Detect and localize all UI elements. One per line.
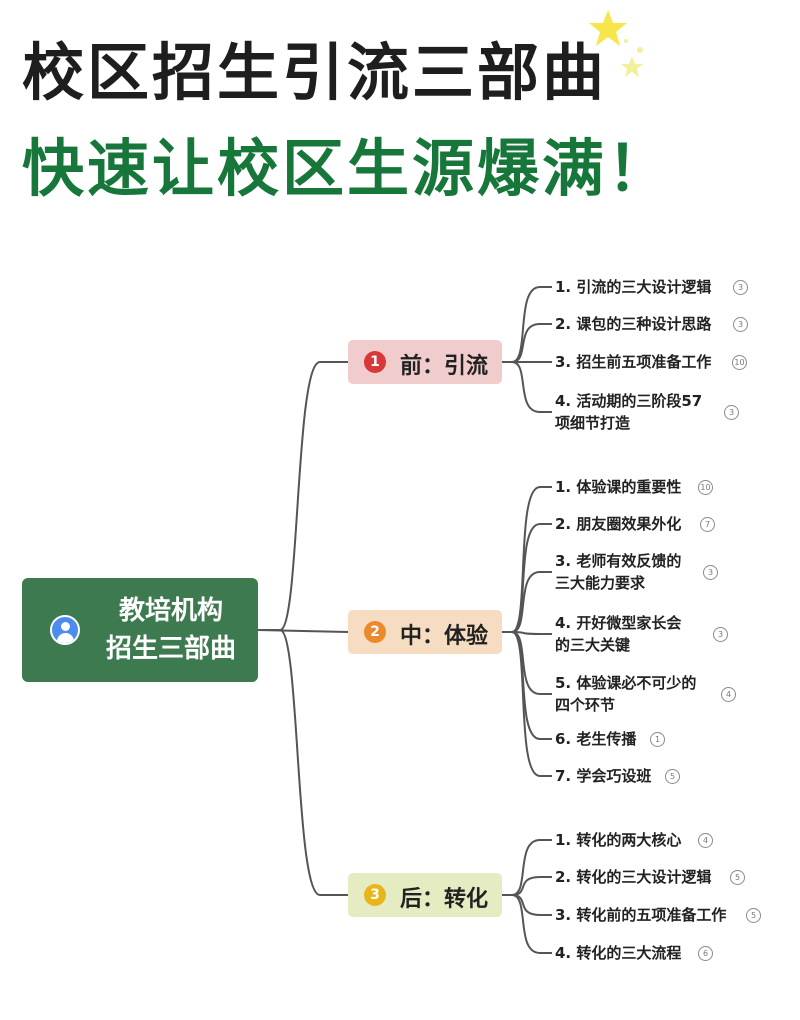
branch-item: 4. 转化的三大流程 (555, 942, 681, 964)
stage-number-badge: 3 (364, 884, 386, 906)
subtopic-count-badge[interactable]: 5 (746, 908, 761, 923)
title-line-2: 快速让校区生源爆满！ (22, 132, 673, 205)
item-connector (502, 631, 552, 695)
item-connector (502, 876, 552, 896)
root-line-1: 教培机构 (118, 596, 223, 626)
branch-item-text: 4. 活动期的三阶段57 (555, 392, 703, 410)
branch-item-text: 项细节打造 (555, 414, 631, 432)
user-avatar-icon (50, 615, 80, 645)
item-connector (502, 523, 552, 633)
subtopic-count-badge[interactable]: 4 (721, 687, 736, 702)
branch-item-text: 三大能力要求 (555, 574, 646, 592)
subtopic-count-badge[interactable]: 7 (700, 517, 715, 532)
branch-item: 6. 老生传播 (555, 728, 636, 750)
branch-item-text: 3. 老师有效反馈的 (555, 552, 682, 570)
branch-item: 2. 课包的三种设计思路 (555, 313, 711, 335)
branch-item-text: 6. 老生传播 (555, 730, 637, 748)
branch-item-text: 四个环节 (555, 696, 616, 714)
subtopic-count-badge[interactable]: 3 (724, 405, 739, 420)
item-connector (502, 894, 552, 916)
item-connector (502, 323, 552, 363)
branch-item: 4. 活动期的三阶段57 项细节打造 (555, 390, 702, 434)
stage-label: 后：转化 (400, 887, 489, 912)
title-line-1: 校区招生引流三部曲 (22, 36, 608, 109)
subtopic-count-badge[interactable]: 3 (733, 280, 748, 295)
subtopic-count-badge[interactable]: 5 (730, 870, 745, 885)
branch-item-text: 1. 引流的三大设计逻辑 (555, 278, 712, 296)
branch-item-text: 4. 开好微型家长会 (555, 614, 682, 632)
branch-item: 3. 招生前五项准备工作 (555, 351, 711, 373)
item-connector (502, 486, 552, 633)
branch-item-text: 1. 转化的两大核心 (555, 831, 682, 849)
subtopic-count-badge[interactable]: 10 (698, 480, 713, 495)
item-connector (502, 361, 552, 413)
star-decoration-icon (589, 10, 643, 77)
stage-node-1: 1 前：引流 (348, 340, 502, 384)
item-connector (502, 894, 552, 954)
branch-item: 3. 老师有效反馈的三大能力要求 (555, 550, 681, 594)
root-node: 教培机构 招生三部曲 (22, 578, 258, 682)
branch-item: 2. 转化的三大设计逻辑 (555, 866, 711, 888)
branch-item-text: 1. 体验课的重要性 (555, 478, 682, 496)
stage-node-3: 3 后：转化 (348, 873, 502, 917)
branch-item-text: 2. 转化的三大设计逻辑 (555, 868, 712, 886)
stage-number-badge: 2 (364, 621, 386, 643)
star-icon (621, 56, 643, 77)
branch-item-text: 4. 转化的三大流程 (555, 944, 682, 962)
branch-item-text: 的三大关键 (555, 636, 631, 654)
subtopic-count-badge[interactable]: 5 (665, 769, 680, 784)
branch-item-text: 2. 课包的三种设计思路 (555, 315, 712, 333)
stage-number-badge: 1 (364, 351, 386, 373)
subtopic-count-badge[interactable]: 3 (703, 565, 718, 580)
item-connector (502, 631, 552, 777)
root-line-2: 招生三部曲 (105, 634, 236, 664)
item-connector (502, 571, 552, 633)
branch-item: 1. 引流的三大设计逻辑 (555, 276, 711, 298)
branch-item-text: 3. 招生前五项准备工作 (555, 353, 712, 371)
star-icon (589, 10, 627, 46)
branch-item: 1. 转化的两大核心 (555, 829, 681, 851)
subtopic-count-badge[interactable]: 3 (713, 627, 728, 642)
subtopic-count-badge[interactable]: 3 (733, 317, 748, 332)
subtopic-count-badge[interactable]: 6 (698, 946, 713, 961)
subtopic-count-badge[interactable]: 1 (650, 732, 665, 747)
branch-item-text: 7. 学会巧设班 (555, 767, 652, 785)
branch-item-text: 2. 朋友圈效果外化 (555, 515, 682, 533)
subtopic-count-badge[interactable]: 4 (698, 833, 713, 848)
branch-item-text: 3. 转化前的五项准备工作 (555, 906, 727, 924)
branch-item: 2. 朋友圈效果外化 (555, 513, 681, 535)
branch-item: 4. 开好微型家长会的三大关键 (555, 612, 681, 656)
stage-label: 前：引流 (400, 354, 489, 379)
branch-item: 1. 体验课的重要性 (555, 476, 681, 498)
subtopic-count-badge[interactable]: 10 (732, 355, 747, 370)
root-connector (258, 629, 348, 896)
item-connector (502, 631, 552, 740)
branch-item: 3. 转化前的五项准备工作 (555, 904, 726, 926)
item-connector (502, 839, 552, 896)
stage-label: 中：体验 (400, 624, 489, 649)
root-connector (258, 361, 348, 631)
branch-item-text: 5. 体验课必不可少的 (555, 674, 697, 692)
root-node-label: 教培机构 招生三部曲 (96, 592, 246, 668)
stage-node-2: 2 中：体验 (348, 610, 502, 654)
branch-item: 5. 体验课必不可少的四个环节 (555, 672, 696, 716)
branch-item: 7. 学会巧设班 (555, 765, 651, 787)
